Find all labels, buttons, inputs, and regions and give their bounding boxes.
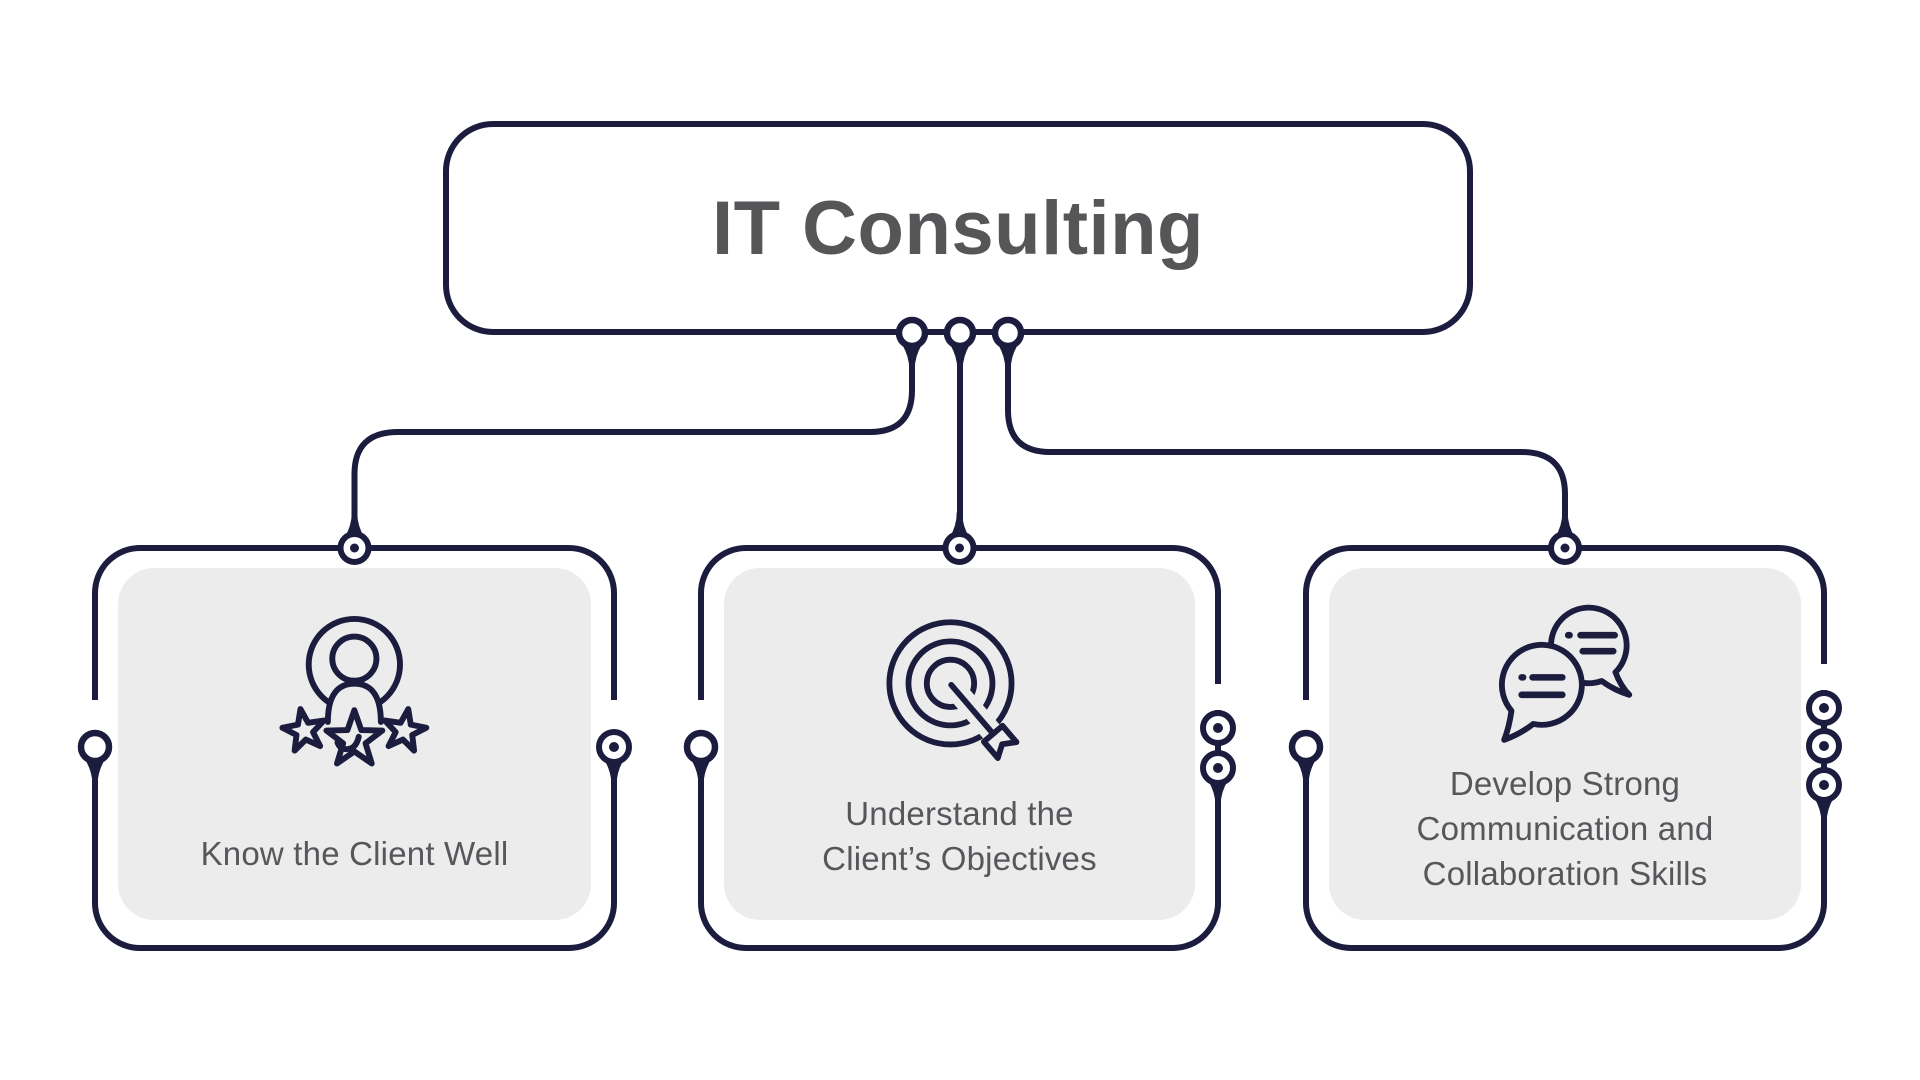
node-label: Know the Client Well (200, 834, 509, 872)
node-panel: Develop Strong Communication and Collabo… (1329, 568, 1801, 920)
root-node[interactable]: IT Consulting (443, 121, 1473, 335)
root-node-label: IT Consulting (712, 185, 1204, 271)
connector-branch-right (1005, 343, 1568, 531)
connector-branch-left (351, 343, 915, 531)
node-client-objectives[interactable]: Understand the Client’s Objectives (698, 545, 1221, 951)
node-label: Develop Strong Communication and Collabo… (1416, 764, 1714, 892)
customer-rating-icon (279, 615, 430, 766)
chat-bubbles-icon (1498, 604, 1632, 743)
node-panel: Know the Client Well (118, 568, 591, 920)
target-goal-icon (886, 619, 1020, 761)
node-know-the-client[interactable]: Know the Client Well (92, 545, 617, 951)
node-panel: Understand the Client’s Objectives (724, 568, 1195, 920)
node-label: Understand the Client’s Objectives (822, 795, 1097, 877)
node-communication-skills[interactable]: Develop Strong Communication and Collabo… (1303, 545, 1827, 951)
